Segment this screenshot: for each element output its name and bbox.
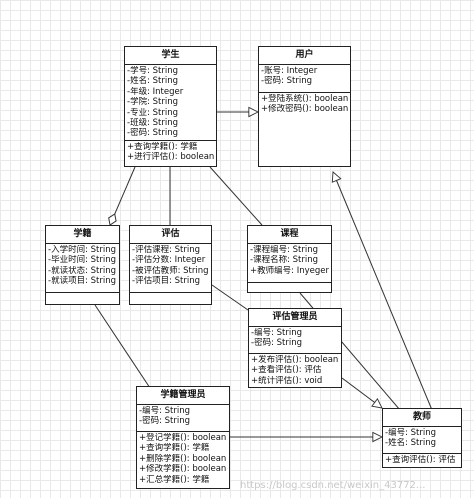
- attribute: -入学时间: String: [48, 245, 117, 255]
- attribute: -年级: Integer: [127, 86, 184, 97]
- operation: +查询评估(): 评估: [385, 455, 456, 465]
- attribute: -课程名称: String: [250, 255, 319, 266]
- class-title: 学生: [125, 47, 216, 65]
- operations-section: +登陆系统(): boolean +修改密码(): boolean: [259, 93, 350, 116]
- attribute: -姓名: String: [385, 438, 437, 449]
- class-title: 学籍管理员: [137, 387, 229, 405]
- attribute: -就读项目: String: [48, 276, 117, 287]
- operations-section: [46, 293, 119, 295]
- operation: +查询学籍(): 学籍: [139, 443, 210, 454]
- attribute: -评估项目: String: [132, 276, 201, 287]
- attributes-section: -课程编号: String -课程名称: String +教师编号: Inyeg…: [248, 244, 331, 283]
- attribute: -学院: String: [127, 97, 179, 108]
- operation: +修改学籍(): boolean: [139, 464, 227, 475]
- class-title: 评估: [130, 226, 211, 244]
- class-course[interactable]: 课程 -课程编号: String -课程名称: String +教师编号: In…: [247, 225, 332, 293]
- attribute: -编号: String: [385, 428, 437, 438]
- operation: +修改密码(): boolean: [261, 104, 348, 115]
- attributes-section: -编号: String -密码: String: [137, 405, 229, 432]
- operations-section: +登记学籍(): boolean +查询学籍(): 学籍 +删除学籍(): bo…: [137, 432, 229, 486]
- operation: +统计评估(): void: [251, 375, 323, 386]
- operation: +汇总学籍(): 学籍: [139, 474, 210, 485]
- operation: +进行评估(): boolean: [127, 152, 214, 163]
- aggregation-student-status: [108, 166, 136, 226]
- attributes-section: -编号: String -密码: String: [249, 327, 341, 354]
- watermark-text: https://blog.csdn.net/weixin_43772...: [240, 480, 426, 491]
- operations-section: [248, 283, 331, 285]
- attribute: -毕业时间: String: [48, 255, 117, 266]
- attribute: -姓名: String: [127, 76, 179, 87]
- class-status-admin[interactable]: 学籍管理员 -编号: String -密码: String +登记学籍(): b…: [136, 386, 230, 489]
- class-title: 学籍: [46, 226, 119, 244]
- class-teacher[interactable]: 教师 -编号: String -姓名: String +查询评估(): 评估: [382, 408, 462, 468]
- attributes-section: -编号: String -姓名: String: [383, 427, 461, 454]
- operation: +查询学籍(): 学籍: [127, 141, 198, 152]
- attributes-section: -评估课程: String -评估分数: Integer -被评估教师: Str…: [130, 244, 211, 293]
- class-title: 课程: [248, 226, 331, 244]
- attribute: -密码: String: [251, 338, 303, 349]
- attribute: -编号: String: [139, 406, 191, 416]
- attributes-section: -账号: Integer -密码: String: [259, 65, 350, 93]
- class-evaluation-admin[interactable]: 评估管理员 -编号: String -密码: String +发布评估(): b…: [248, 308, 342, 388]
- attribute: +教师编号: Inyeger: [250, 265, 329, 276]
- attribute: -评估分数: Integer: [132, 255, 206, 266]
- class-user[interactable]: 用户 -账号: Integer -密码: String +登陆系统(): boo…: [258, 46, 351, 167]
- attribute: -就读状态: String: [48, 265, 117, 276]
- operation: +发布评估(): boolean: [251, 355, 339, 365]
- attribute: -学号: String: [127, 66, 179, 76]
- class-title: 用户: [259, 47, 350, 65]
- operation: +登陆系统(): boolean: [261, 94, 348, 104]
- operation: +删除学籍(): boolean: [139, 453, 227, 464]
- association-evaluation-evaladmin: [211, 284, 249, 311]
- generalization-evaladmin-teacher: [341, 377, 382, 408]
- attribute: -评估课程: String: [132, 245, 201, 255]
- attribute: -班级: String: [127, 118, 179, 129]
- class-evaluation[interactable]: 评估 -评估课程: String -评估分数: Integer -被评估教师: …: [129, 225, 212, 305]
- attribute: -密码: String: [261, 76, 313, 87]
- attribute: -课程编号: String: [250, 245, 319, 255]
- attribute: -账号: Integer: [261, 66, 318, 76]
- association-student-course: [209, 166, 263, 226]
- operations-section: [130, 293, 211, 295]
- operations-section: +发布评估(): boolean +查看评估(): 评估 +统计评估(): vo…: [249, 354, 341, 387]
- attribute: -被评估教师: String: [132, 265, 209, 276]
- class-title: 教师: [383, 409, 461, 427]
- class-status[interactable]: 学籍 -入学时间: String -毕业时间: String -就读状态: St…: [45, 225, 120, 305]
- attribute: -密码: String: [139, 416, 191, 427]
- generalization-teacher-user: [333, 172, 433, 411]
- class-title: 评估管理员: [249, 309, 341, 327]
- attribute: -专业: String: [127, 107, 179, 118]
- attributes-section: -学号: String -姓名: String -年级: Integer -学院…: [125, 65, 216, 141]
- operations-section: +查询评估(): 评估: [383, 454, 461, 466]
- attributes-section: -入学时间: String -毕业时间: String -就读状态: Strin…: [46, 244, 119, 293]
- operation: +登记学籍(): boolean: [139, 433, 227, 443]
- attribute: -密码: String: [127, 128, 179, 139]
- class-student[interactable]: 学生 -学号: String -姓名: String -年级: Integer …: [124, 46, 217, 167]
- association-status-statusadmin: [94, 304, 151, 389]
- operations-section: +查询学籍(): 学籍 +进行评估(): boolean: [125, 141, 216, 164]
- attribute: -编号: String: [251, 328, 303, 338]
- operation: +查看评估(): 评估: [251, 365, 322, 376]
